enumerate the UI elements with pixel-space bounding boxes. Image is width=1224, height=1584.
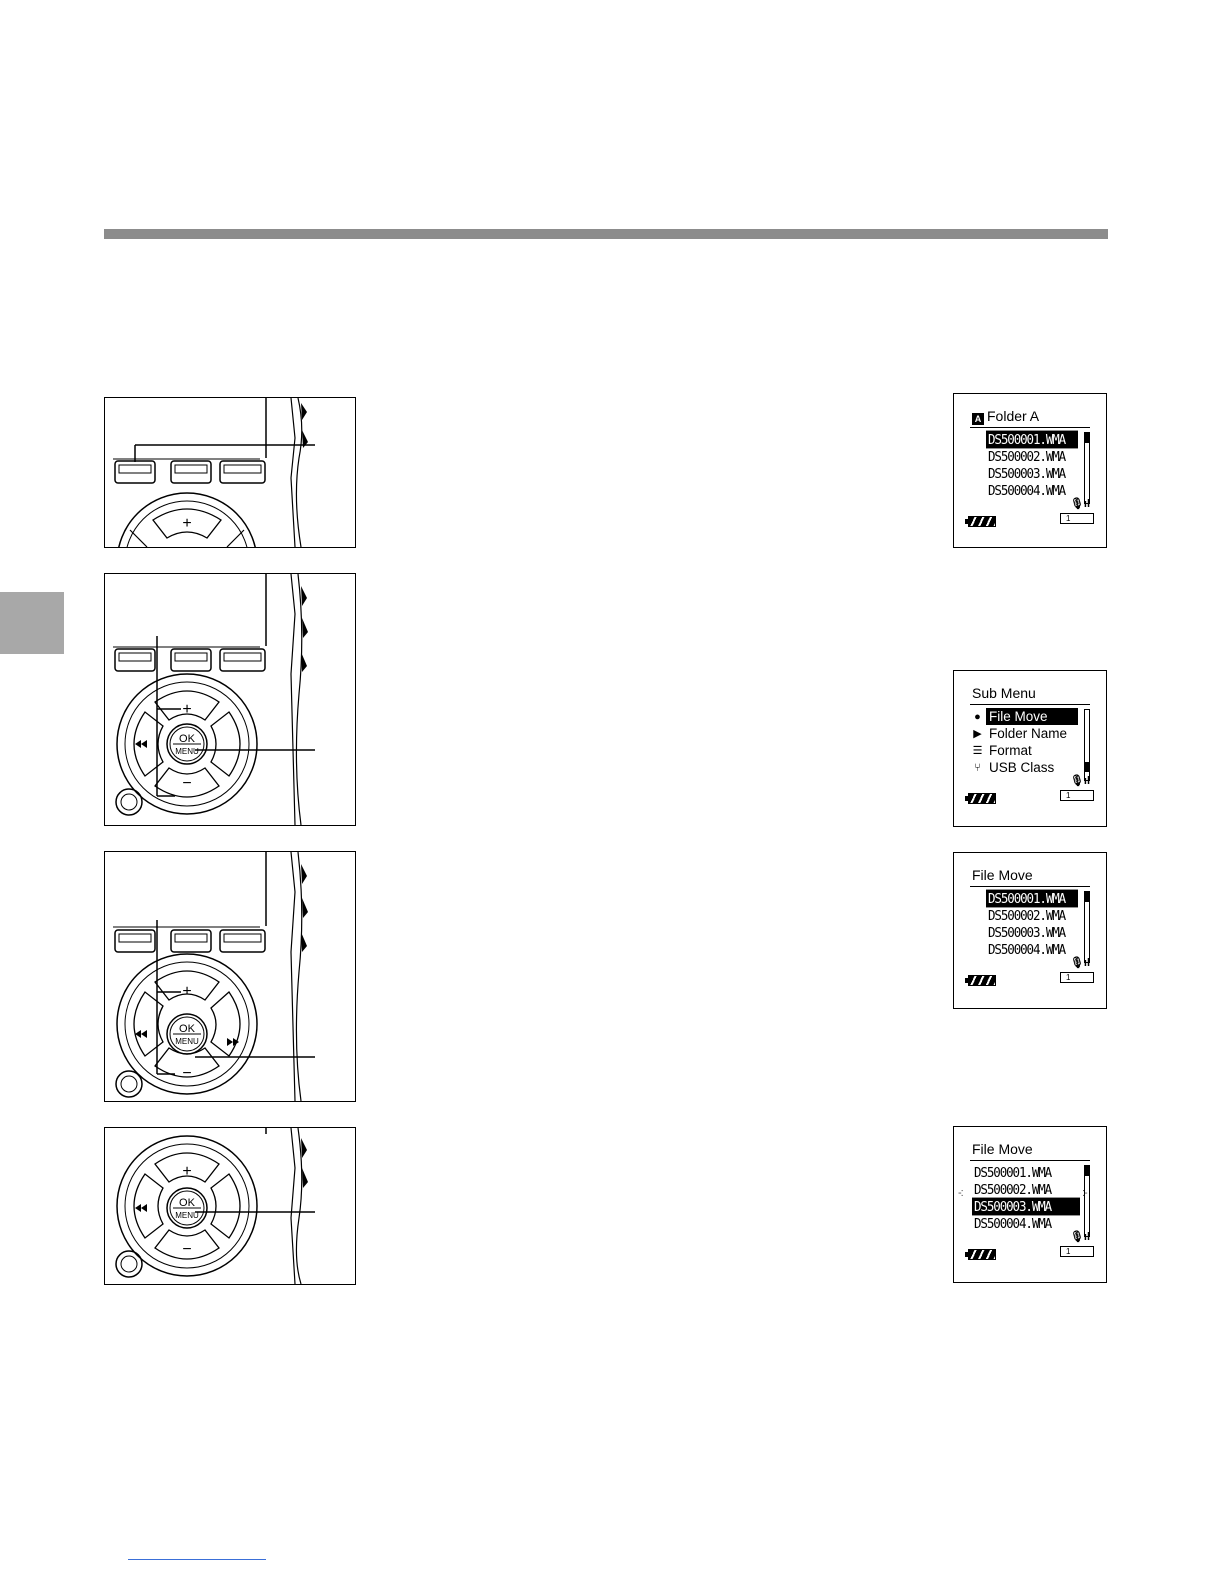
file-item[interactable]: DS500001.WMA [974, 1164, 1052, 1181]
minus-label: − [182, 775, 191, 792]
screen-title: Sub Menu [972, 685, 1036, 701]
file-item[interactable]: DS500002.WMA [988, 907, 1066, 924]
device-illustration-4: OK MENU + − [104, 1127, 356, 1285]
menu-item-format[interactable]: Format [989, 743, 1032, 758]
menu-item-file-move[interactable]: File Move [986, 708, 1078, 725]
minus-label: − [182, 1241, 191, 1258]
device-illustration-2: OK MENU + − [104, 573, 356, 826]
file-item[interactable]: DS500001.WMA [986, 430, 1078, 449]
file-list: DS500001.WMA DS500002.WMA DS500003.WMA D… [972, 1164, 1080, 1232]
menu-list: File Move Folder Name Format USB Class [986, 708, 1078, 776]
lcd-screen-file-move-select: File Move DS500001.WMA DS500002.WMA DS50… [953, 852, 1107, 1009]
counter-box: 1 [1060, 513, 1094, 524]
mic-sensitivity-icon: 🎙︎ıl [1069, 957, 1090, 969]
menu-label: MENU [175, 747, 199, 756]
play-mode-icon: ▶ [973, 728, 982, 740]
device-illustration-3: OK MENU + − [104, 851, 356, 1102]
battery-icon [965, 975, 996, 986]
menu-item-usb-class[interactable]: USB Class [989, 760, 1055, 775]
scrollbar[interactable] [1084, 709, 1090, 781]
mic-sensitivity-icon: 🎙︎ıl [1069, 1231, 1090, 1243]
device-illustration-1: + [104, 397, 356, 548]
counter-box: 1 [1060, 790, 1094, 801]
screen-title: File Move [972, 867, 1033, 883]
screen-title: File Move [972, 1141, 1033, 1157]
battery-icon [965, 516, 996, 527]
file-item[interactable]: DS500004.WMA [988, 941, 1066, 958]
status-bar: 🎙︎ıl 1 [954, 498, 1106, 528]
scrollbar[interactable] [1084, 1165, 1090, 1237]
file-item[interactable]: DS500001.WMA [986, 889, 1078, 908]
counter-box: 1 [1060, 972, 1094, 983]
battery-icon [965, 793, 996, 804]
folder-a-icon: A [972, 413, 984, 425]
counter-box: 1 [1060, 1246, 1094, 1257]
menu-label: MENU [175, 1211, 199, 1220]
chapter-side-tab [0, 592, 64, 654]
file-list: DS500001.WMA DS500002.WMA DS500003.WMA D… [986, 430, 1078, 499]
ok-label: OK [179, 1197, 196, 1209]
record-mode-icon: ● [974, 711, 981, 723]
ok-label: OK [179, 1023, 196, 1035]
mic-sensitivity-icon: 🎙︎ıl [1069, 775, 1090, 787]
battery-icon [965, 1249, 996, 1260]
recorder-menu-drawing: OK MENU + − [113, 574, 315, 825]
recorder-top-buttons-drawing: + [113, 398, 315, 547]
title-divider [970, 1160, 1090, 1161]
menu-label: MENU [175, 1037, 199, 1046]
minus-label: − [182, 1065, 191, 1082]
title-divider [970, 886, 1090, 887]
file-item[interactable]: DS500002.WMA [974, 1181, 1052, 1198]
screen-title-text: Folder A [987, 408, 1040, 424]
file-item[interactable]: DS500004.WMA [974, 1215, 1052, 1232]
scrollbar[interactable] [1084, 891, 1090, 963]
lcd-screen-file-move-position: File Move DS500001.WMA DS500002.WMA DS50… [953, 1126, 1107, 1283]
scrollbar[interactable] [1084, 432, 1090, 504]
footer-link-underline[interactable] [128, 1559, 266, 1560]
usb-mode-icon: ⑂ [974, 762, 981, 774]
mode-icon-column: ● ▶ ☰ ⑂ [971, 709, 984, 777]
menu-item-folder-name[interactable]: Folder Name [989, 726, 1068, 741]
plus-label: + [182, 983, 191, 1000]
status-bar: 🎙︎ıl 1 [954, 957, 1106, 987]
title-divider [970, 704, 1090, 705]
plus-label: + [182, 515, 191, 532]
status-bar: 🎙︎ıl 1 [954, 1231, 1106, 1261]
status-bar: 🎙︎ıl 1 [954, 775, 1106, 805]
blink-indicator-icon: -: [958, 1187, 964, 1199]
title-divider [970, 427, 1090, 428]
section-divider-bar [104, 229, 1108, 239]
lcd-screen-sub-menu: Sub Menu ● ▶ ☰ ⑂ File Move Folder Name F… [953, 670, 1107, 827]
plus-label: + [182, 701, 191, 718]
file-item[interactable]: DS500004.WMA [988, 482, 1066, 499]
recorder-file-select-drawing: OK MENU + − [113, 852, 315, 1101]
file-item[interactable]: DS500002.WMA [988, 448, 1066, 465]
file-item[interactable]: DS500003.WMA [988, 465, 1066, 482]
ok-label: OK [179, 733, 196, 745]
mic-sensitivity-icon: 🎙︎ıl [1069, 498, 1090, 510]
plus-label: + [182, 1163, 191, 1180]
file-item[interactable]: DS500003.WMA [972, 1197, 1080, 1216]
recorder-confirm-drawing: OK MENU + − [115, 1128, 315, 1284]
file-item[interactable]: DS500003.WMA [988, 924, 1066, 941]
menu-mode-icon: ☰ [972, 745, 983, 757]
file-list: DS500001.WMA DS500002.WMA DS500003.WMA D… [986, 889, 1078, 958]
